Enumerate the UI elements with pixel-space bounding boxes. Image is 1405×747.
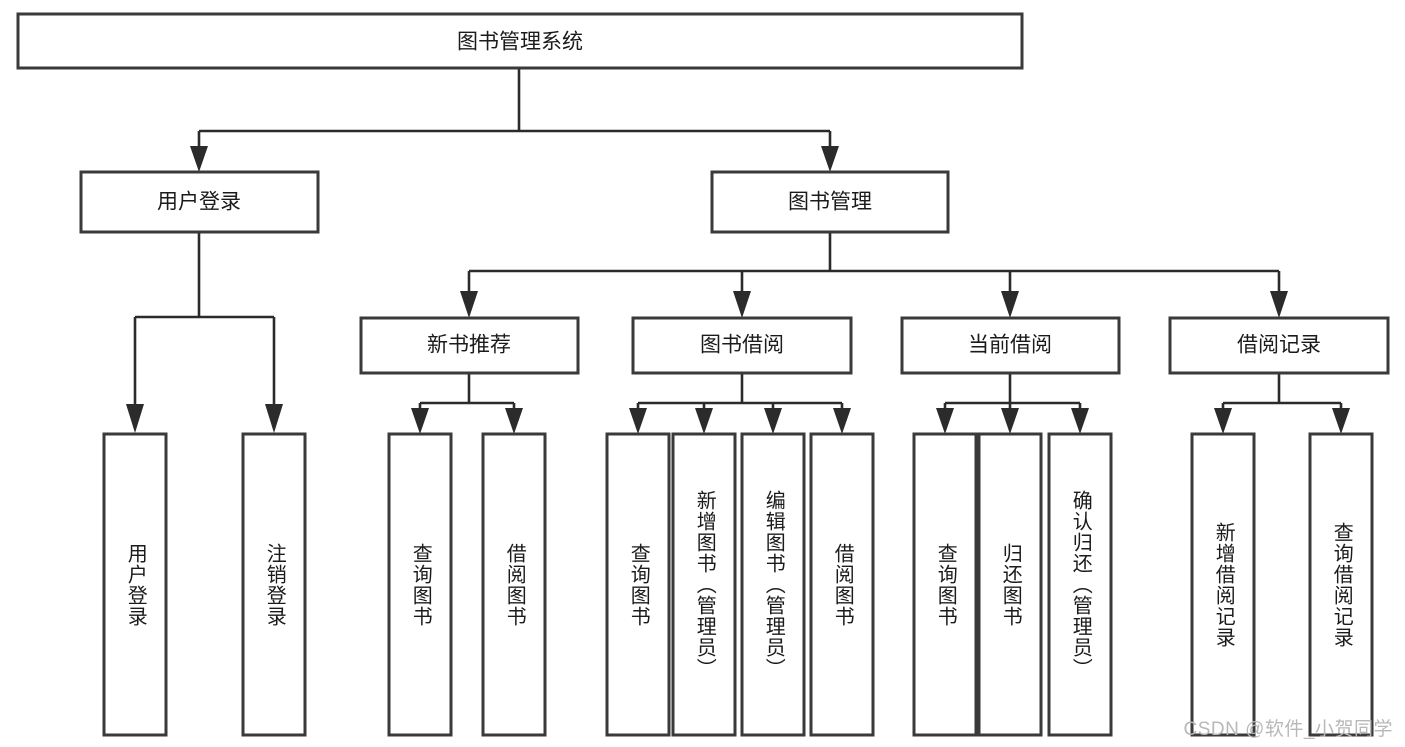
node-book-borrow-label: 图书借阅 <box>700 334 784 357</box>
node-leaf-query-record[interactable] <box>1308 432 1374 737</box>
arrowhead-borrow-record <box>1270 291 1288 318</box>
arrowhead-leaf-query-book-3 <box>936 408 954 434</box>
arrowhead-leaf-confirm-return <box>1071 408 1089 434</box>
csdn-watermark: CSDN @软件_小贺同学 <box>1183 719 1393 740</box>
node-current-borrow[interactable] <box>900 316 1121 375</box>
arrowhead-book-management <box>821 146 839 172</box>
node-new-book-recommend-label: 新书推荐 <box>427 334 511 357</box>
node-leaf-edit-book[interactable] <box>740 432 806 737</box>
node-leaf-query-book-2[interactable] <box>605 432 671 737</box>
arrowhead-leaf-borrow-book-1 <box>505 408 523 434</box>
node-root-label: 图书管理系统 <box>457 31 583 54</box>
node-leaf-confirm-return[interactable] <box>1047 432 1113 737</box>
arrowhead-leaf-add-record <box>1214 408 1232 434</box>
arrowhead-leaf-query-record <box>1332 408 1350 434</box>
node-book-management[interactable] <box>710 170 950 234</box>
node-leaf-logout-login[interactable] <box>241 432 307 737</box>
connector-layer <box>126 68 1350 434</box>
arrowhead-current-borrow <box>1001 291 1019 318</box>
node-layer: 图书管理系统 用户登录 图书管理 新书推荐 图书借阅 当前借阅 借阅记录 <box>16 12 1390 737</box>
arrowhead-leaf-query-book-2 <box>629 408 647 434</box>
arrowhead-leaf-borrow-book-2 <box>833 408 851 434</box>
arrowhead-new-book-recommend <box>460 291 478 318</box>
node-leaf-add-book[interactable] <box>671 432 737 737</box>
node-leaf-query-book-3[interactable] <box>912 432 978 737</box>
node-leaf-query-book-1[interactable] <box>387 432 453 737</box>
node-leaf-add-record[interactable] <box>1190 432 1256 737</box>
node-book-borrow[interactable] <box>631 316 853 375</box>
arrowhead-leaf-logout-login <box>265 404 283 433</box>
node-leaf-borrow-book-2[interactable] <box>809 432 875 737</box>
node-leaf-user-login[interactable] <box>102 432 168 737</box>
node-new-book-recommend[interactable] <box>359 316 580 375</box>
arrowhead-leaf-query-book-1 <box>411 408 429 434</box>
arrowhead-leaf-user-login <box>126 404 144 433</box>
node-current-borrow-label: 当前借阅 <box>968 334 1052 357</box>
arrowhead-leaf-add-book <box>695 408 713 434</box>
node-user-login-label: 用户登录 <box>157 191 241 214</box>
node-borrow-record-label: 借阅记录 <box>1237 334 1321 357</box>
node-leaf-borrow-book-1[interactable] <box>481 432 547 737</box>
arrowhead-leaf-return-book <box>1001 408 1019 434</box>
node-user-login[interactable] <box>79 170 320 234</box>
node-book-management-label: 图书管理 <box>788 191 872 214</box>
node-borrow-record[interactable] <box>1168 316 1390 375</box>
arrowhead-user-login <box>190 146 208 172</box>
arrowhead-leaf-edit-book <box>764 408 782 434</box>
node-root[interactable] <box>16 12 1024 70</box>
node-leaf-return-book[interactable] <box>977 432 1043 737</box>
arrowhead-book-borrow <box>733 291 751 318</box>
